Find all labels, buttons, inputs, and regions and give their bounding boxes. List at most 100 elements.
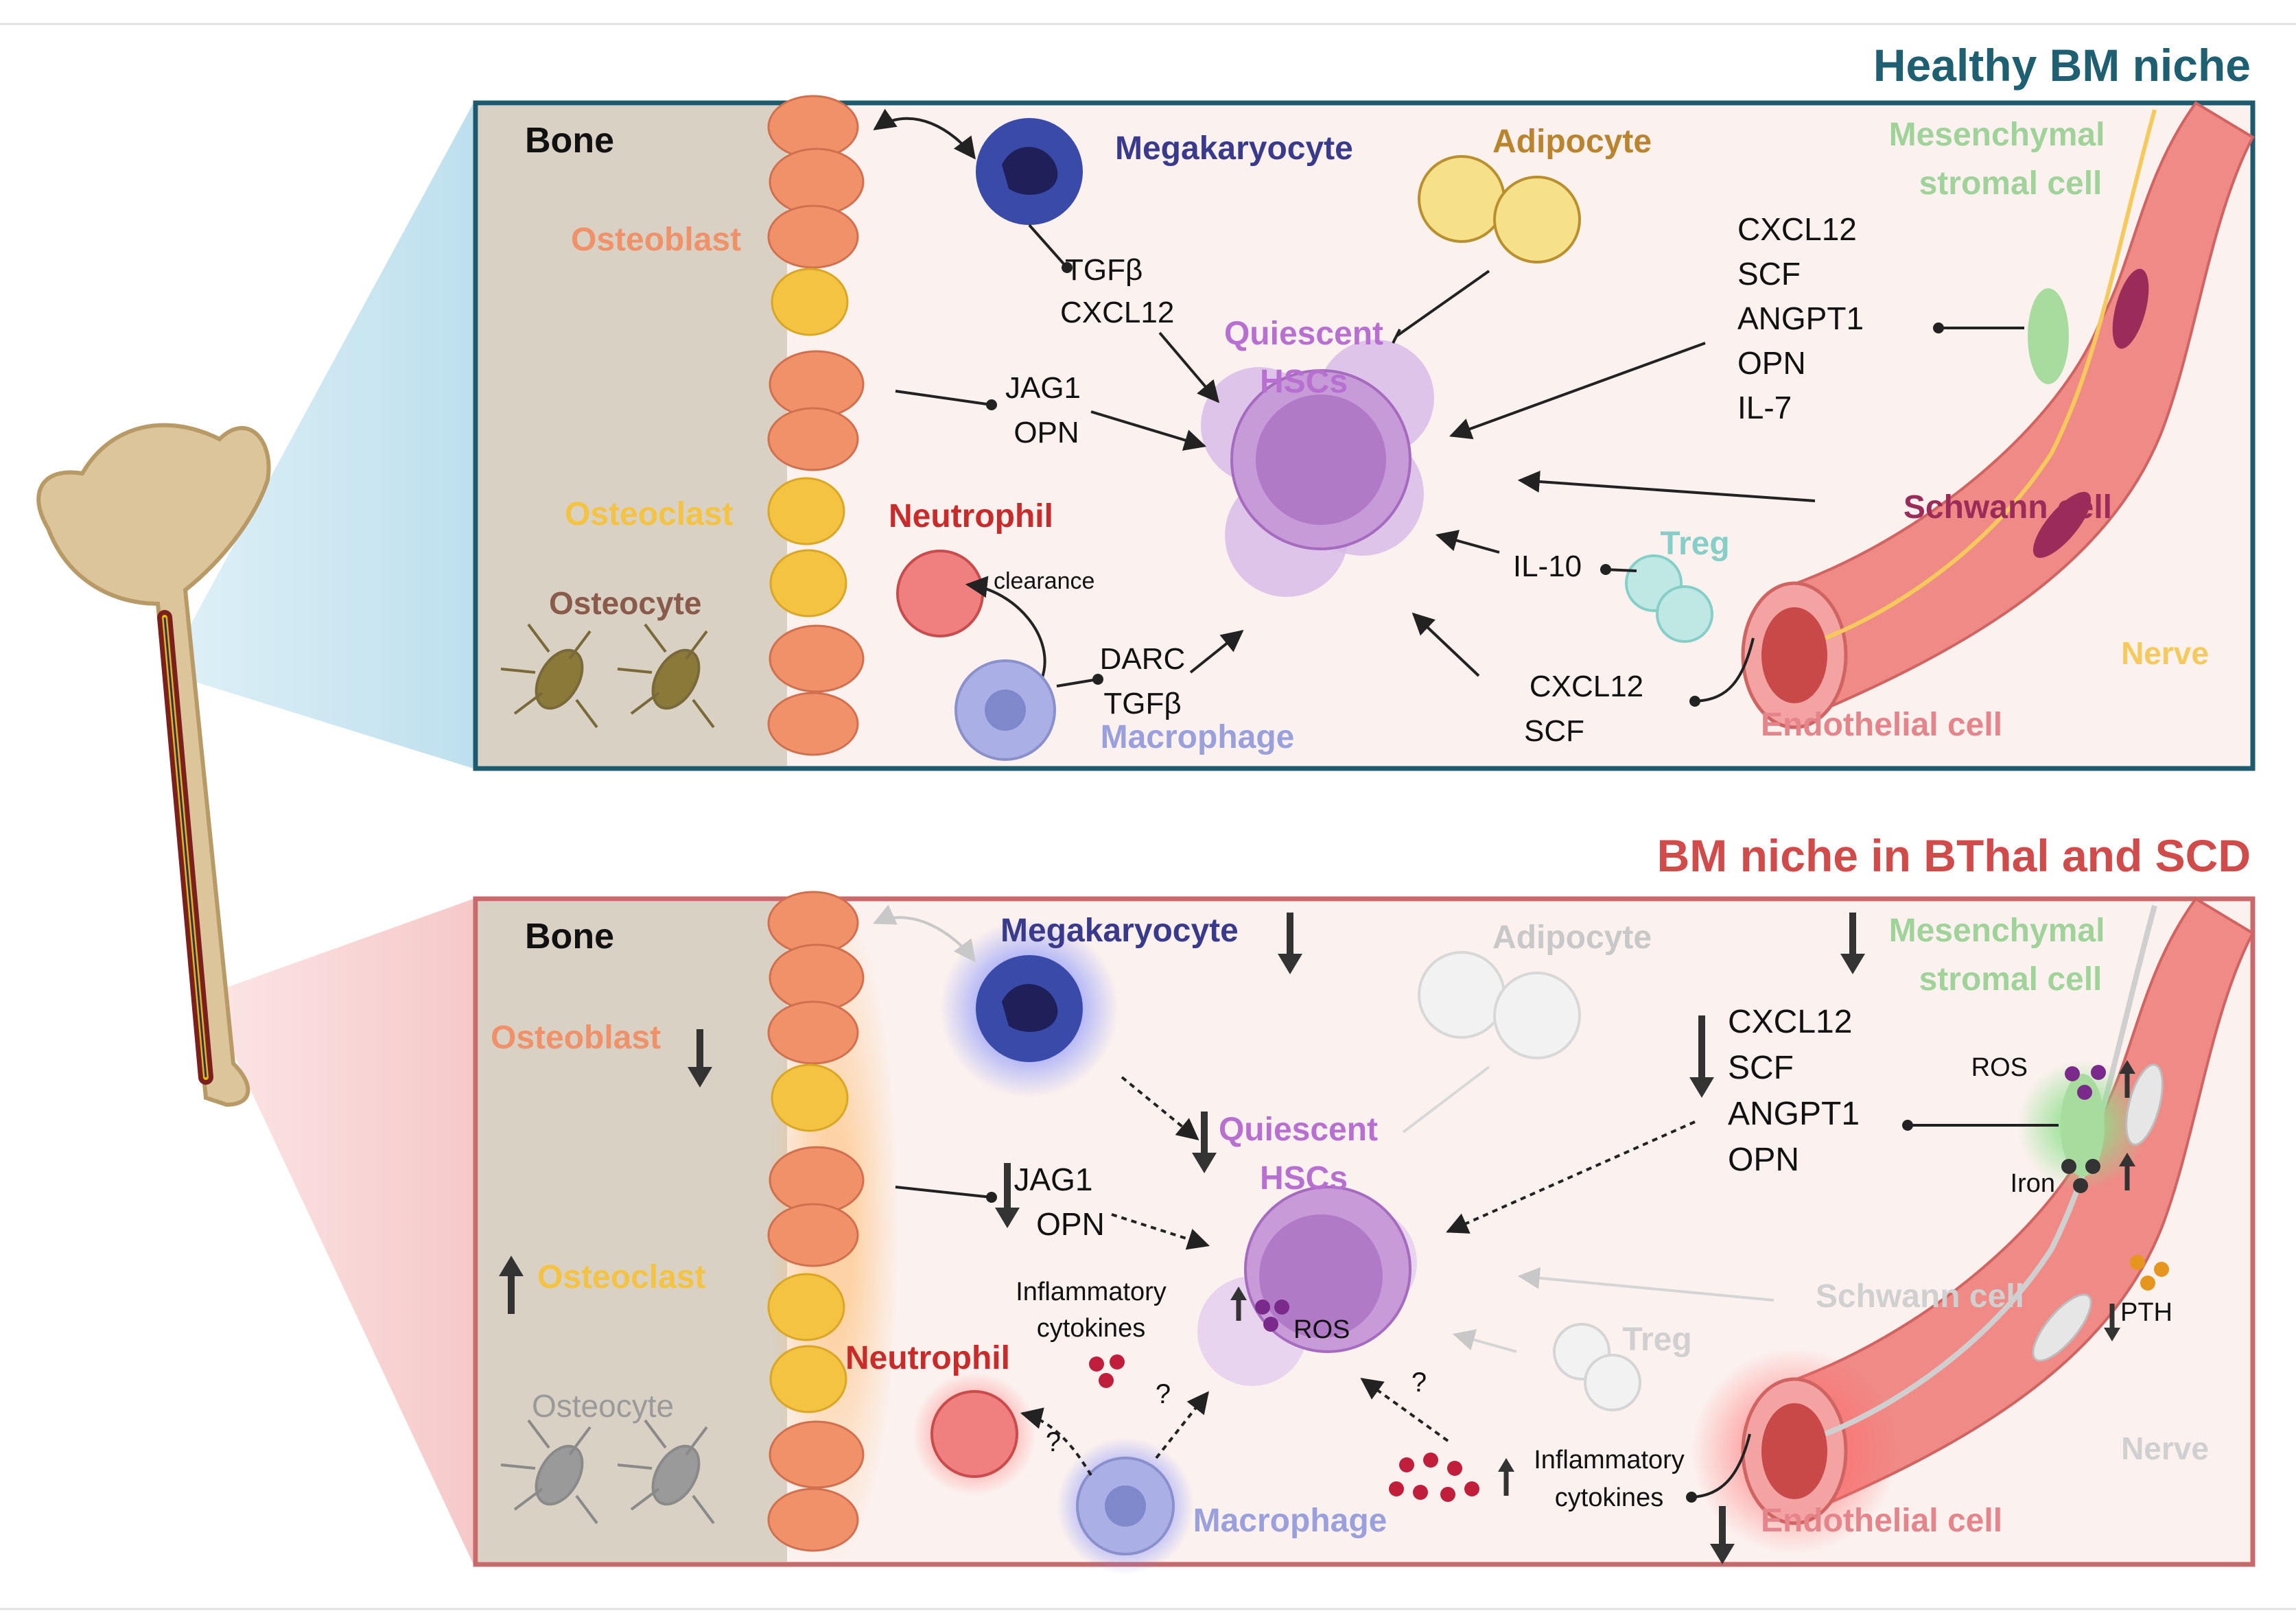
disease-ec-cytokine-up-arrow: [1498, 1458, 1514, 1496]
healthy-treg-factor: IL-10: [1513, 550, 1582, 583]
disease-arrow-ec-factors: [1686, 1433, 1751, 1503]
disease-msc-ros-up-arrow: [2119, 1060, 2135, 1098]
healthy-bone-lining-cells: [767, 95, 865, 756]
disease-blood-vessel: [1691, 897, 2255, 1554]
disease-schwann-cell-upper: [2125, 1063, 2164, 1146]
healthy-ob-factor-2: OPN: [1014, 416, 1079, 449]
healthy-schwann-cell-upper: [2112, 268, 2149, 349]
healthy-endothelial-label: Endothelial cell: [1761, 707, 2002, 743]
disease-arrow-ob-jag1: [895, 1186, 997, 1203]
disease-msc-factor-2: SCF: [1728, 1050, 1794, 1086]
healthy-arrow-msc-hsc: [1449, 342, 1706, 440]
healthy-msc-cell: [2028, 288, 2069, 384]
disease-osteoclast-label: Osteoclast: [537, 1259, 705, 1295]
disease-question-1: ?: [1046, 1427, 1061, 1457]
disease-arrow-jag1-hsc: [1111, 1213, 1210, 1250]
disease-question-2: ?: [1156, 1379, 1171, 1409]
healthy-hsc-cluster: [1201, 340, 1434, 597]
disease-osteocyte-label: Osteocyte: [532, 1388, 674, 1424]
disease-msc-iron-up-arrow: [2119, 1153, 2135, 1190]
disease-bone-label: Bone: [525, 917, 614, 956]
disease-msc-factor-4: OPN: [1728, 1142, 1799, 1178]
disease-nerve-fiber: [1824, 904, 2157, 1437]
healthy-mac-factor-1: DARC: [1100, 642, 1186, 676]
disease-msc-factor-3: ANGPT1: [1728, 1096, 1860, 1132]
disease-hsc-down-arrow: [1192, 1112, 1217, 1173]
disease-ob-factor-2: OPN: [1036, 1206, 1105, 1242]
disease-osteocyte-cells: [500, 1419, 715, 1525]
healthy-arrow-ec-factors: [1689, 637, 1755, 707]
disease-megakaryocyte-down-arrow: [1278, 913, 1302, 974]
healthy-osteocyte-cells: [500, 623, 715, 729]
disease-msc-label-line2: stromal cell: [1919, 961, 2102, 998]
disease-msc-ros-dots: [2065, 1065, 2106, 1100]
disease-adipocyte-cell: [1418, 951, 1506, 1039]
disease-title: BM niche in BThal and SCD: [1657, 830, 2251, 881]
disease-ob-factor-down-arrow: [995, 1163, 1020, 1228]
healthy-arrow-mk-tgfb: [1028, 224, 1073, 273]
disease-msc-iron-dots: [2061, 1159, 2100, 1193]
disease-msc-iron-label: Iron: [2011, 1169, 2055, 1198]
zoom-wedge-healthy: [165, 103, 473, 768]
disease-schwann-label: Schwann cell: [1816, 1278, 2024, 1315]
healthy-arrow-ob-mk: [873, 108, 976, 160]
disease-pth-down-arrow: [2104, 1304, 2120, 1341]
healthy-neutrophil-label: Neutrophil: [889, 498, 1053, 534]
healthy-hsc-label-line1: Quiescent: [1224, 316, 1383, 352]
healthy-osteocyte-label: Osteocyte: [549, 585, 701, 621]
disease-hsc-ros-up-arrow: [1230, 1286, 1247, 1321]
disease-hsc-ros-label: ROS: [1293, 1315, 1350, 1344]
healthy-arrow-adipocyte-inhibit: [1395, 270, 1490, 338]
disease-endothelial-label: Endothelial cell: [1761, 1503, 2002, 1539]
healthy-ob-factor-1: JAG1: [1005, 371, 1081, 405]
disease-msc-ros-label: ROS: [1971, 1053, 2028, 1082]
disease-pth-dots: [2130, 1255, 2169, 1291]
healthy-ec-factor-1: CXCL12: [1530, 670, 1643, 703]
healthy-msc-factor-1: CXCL12: [1737, 211, 1857, 247]
femur-bone: [36, 423, 271, 1107]
healthy-megakaryocyte-label: Megakaryocyte: [1115, 130, 1353, 167]
disease-inflam-label-line2: cytokines: [1037, 1314, 1145, 1343]
healthy-arrow-ec-hsc: [1411, 612, 1480, 677]
disease-pth-label: PTH: [2120, 1298, 2172, 1327]
zoom-wedge-disease: [206, 899, 473, 1564]
healthy-arrow-ob-jag1: [895, 390, 997, 410]
healthy-blood-vessel: [1741, 101, 2255, 729]
healthy-arrow-schwann-hsc: [1517, 471, 1816, 502]
healthy-ec-factor-2: SCF: [1524, 714, 1584, 748]
disease-treg-label: Treg: [1622, 1321, 1691, 1358]
healthy-clearance-label: clearance: [994, 568, 1094, 594]
disease-arrow-mac-neutrophil: [1020, 1407, 1092, 1477]
healthy-clearance-arrow: [965, 576, 1046, 680]
healthy-arrow-cxcl12-hsc: [1158, 331, 1220, 403]
disease-osteoblast-down-arrow: [688, 1029, 712, 1088]
disease-hsc-ros-dots: [1255, 1300, 1289, 1332]
disease-osteoblast-label: Osteoblast: [491, 1020, 661, 1056]
disease-ec-factor-line2: cytokines: [1555, 1483, 1663, 1512]
disease-neutrophil-cell: [930, 1390, 1018, 1478]
healthy-bone-label: Bone: [525, 121, 614, 161]
healthy-neutrophil-cell: [896, 550, 984, 637]
healthy-osteoblast-label: Osteoblast: [571, 222, 741, 258]
healthy-title: Healthy BM niche: [1873, 40, 2251, 91]
healthy-mac-factor-2: TGFβ: [1103, 687, 1181, 720]
healthy-msc-label-line1: Mesenchymal: [1889, 117, 2105, 153]
disease-msc-label-line1: Mesenchymal: [1889, 913, 2105, 949]
disease-schwann-cell-lower: [2032, 1293, 2092, 1362]
disease-neutrophil-label: Neutrophil: [845, 1340, 1010, 1376]
disease-ec-factor-line1: Inflammatory: [1534, 1446, 1685, 1474]
disease-endothelial-down-arrow: [1710, 1506, 1735, 1564]
healthy-osteoclast-label: Osteoclast: [565, 496, 733, 532]
healthy-nerve-label: Nerve: [2121, 635, 2209, 671]
healthy-msc-factor-5: IL-7: [1737, 390, 1792, 425]
healthy-bone-region: [478, 106, 787, 766]
disease-macrophage-label: Macrophage: [1193, 1503, 1387, 1539]
disease-msc-down-arrow: [1840, 913, 1865, 974]
healthy-mk-factor-2: CXCL12: [1060, 296, 1174, 329]
disease-hsc-label-line1: Quiescent: [1219, 1112, 1378, 1148]
disease-nerve-label: Nerve: [2121, 1431, 2209, 1466]
disease-arrow-ob-mk: [873, 904, 976, 963]
healthy-msc-factor-4: OPN: [1737, 345, 1806, 381]
disease-bone-lining-cells: [767, 891, 865, 1552]
